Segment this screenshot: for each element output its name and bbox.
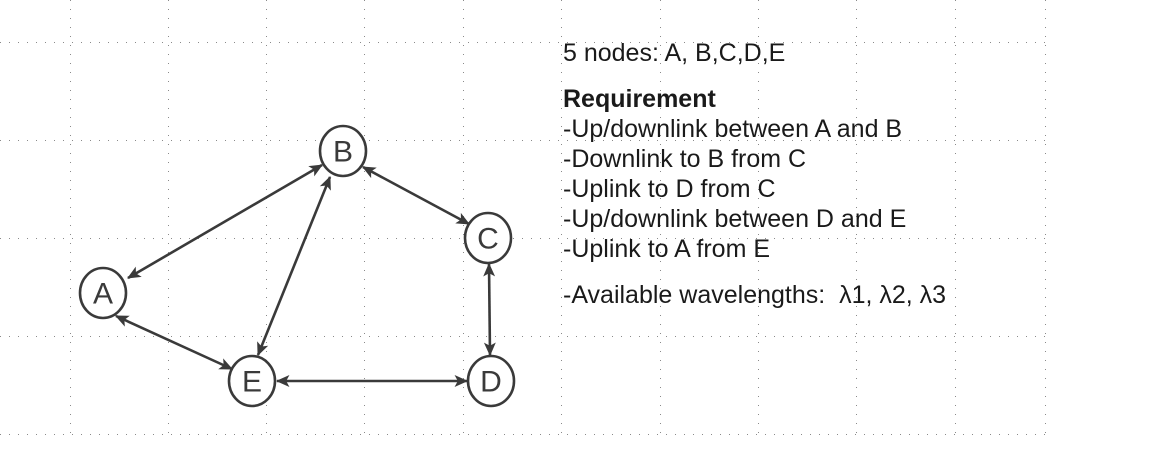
diagram-svg: A B C D E: [78, 124, 516, 408]
node-c-circle[interactable]: [463, 211, 513, 265]
node-d[interactable]: D: [466, 354, 516, 408]
available-wavelengths-line: -Available wavelengths: λ1, λ2, λ3: [563, 281, 947, 309]
edge-c-d: [483, 262, 496, 357]
network-topology-diagram: A B C D E: [78, 124, 516, 408]
requirement-item-1: -Up/downlink between A and B: [563, 115, 903, 143]
requirement-heading: Requirement: [563, 85, 716, 113]
node-b[interactable]: B: [318, 124, 368, 178]
node-d-label: D: [480, 366, 502, 399]
edge-b-c: [362, 165, 470, 226]
node-e-label: E: [242, 366, 262, 399]
requirement-item-3: -Uplink to D from C: [563, 175, 776, 203]
edges-group: [115, 163, 496, 387]
node-b-circle[interactable]: [318, 124, 368, 178]
node-a[interactable]: A: [78, 266, 128, 320]
nodes-summary-line: 5 nodes: A, B,C,D,E: [563, 39, 786, 67]
requirement-item-5: -Uplink to A from E: [563, 235, 771, 263]
requirement-item-2: -Downlink to B from C: [563, 145, 807, 173]
text-spacer-1: [563, 68, 1143, 84]
text-spacer-2: [563, 264, 1143, 280]
node-b-label: B: [333, 136, 353, 169]
node-d-circle[interactable]: [466, 354, 516, 408]
node-c[interactable]: C: [463, 211, 513, 265]
nodes-group: A B C D E: [78, 124, 516, 408]
edge-e-b: [256, 175, 332, 357]
edge-a-b: [127, 163, 323, 280]
node-a-label: A: [93, 278, 113, 311]
requirements-text-block: 5 nodes: A, B,C,D,E Requirement -Up/down…: [563, 38, 1143, 310]
node-e-circle[interactable]: [227, 354, 277, 408]
node-a-circle[interactable]: [78, 266, 128, 320]
edge-e-a: [115, 314, 233, 371]
requirement-item-4: -Up/downlink between D and E: [563, 205, 907, 233]
node-c-label: C: [477, 223, 499, 256]
node-e[interactable]: E: [227, 354, 277, 408]
